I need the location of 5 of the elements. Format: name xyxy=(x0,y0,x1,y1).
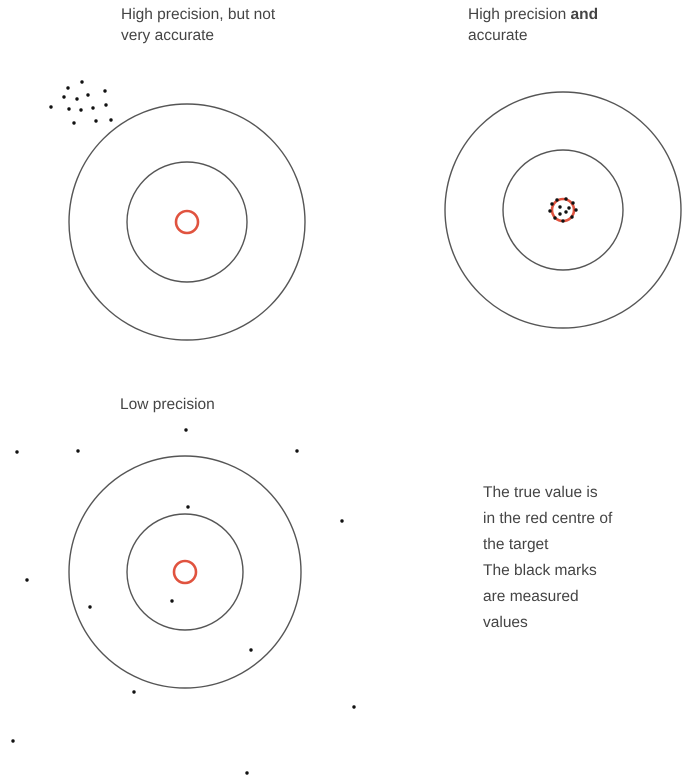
note-text: The true value is in the red centre of the target xyxy=(483,483,613,555)
target-heading: High precision, but not very accurate xyxy=(121,5,276,46)
target-heading: Low precision xyxy=(120,395,216,415)
target-heading: High precision and accurate xyxy=(468,5,600,46)
note-text: The black marks are measured values xyxy=(483,561,598,633)
